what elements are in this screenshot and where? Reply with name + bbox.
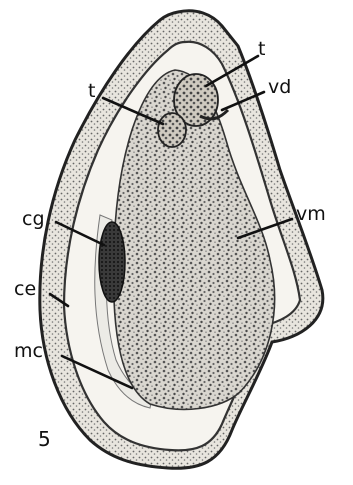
testis-left: [158, 113, 186, 147]
label-vm: vm: [296, 203, 326, 225]
label-cg: cg: [22, 208, 45, 230]
figure-number: 5: [38, 427, 51, 451]
label-ce: ce: [14, 278, 36, 300]
cerebral-ganglion: [99, 222, 125, 302]
label-vd: vd: [268, 76, 291, 98]
label-t-upper: t: [258, 38, 265, 60]
label-t-left: t: [88, 80, 95, 102]
label-mc: mc: [14, 340, 43, 362]
